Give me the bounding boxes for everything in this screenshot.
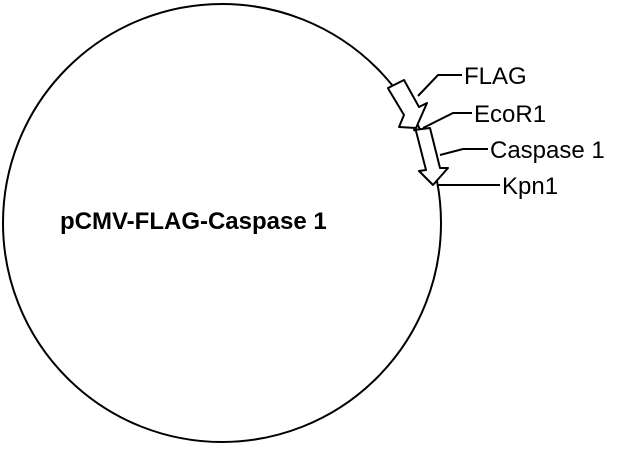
ecor1-leader-line bbox=[422, 112, 472, 129]
caspase1-feature-arrow bbox=[413, 127, 449, 186]
plasmid-name: pCMV-FLAG-Caspase 1 bbox=[60, 208, 327, 235]
plasmid-backbone bbox=[2, 3, 442, 443]
kpn1-label: Kpn1 bbox=[502, 173, 558, 200]
flag-leader-line bbox=[417, 74, 462, 97]
flag-feature-arrow bbox=[387, 79, 428, 129]
flag-label: FLAG bbox=[464, 63, 527, 90]
ecor1-label: EcoR1 bbox=[474, 101, 546, 128]
caspase1-leader-line bbox=[439, 148, 488, 156]
caspase1-label: Caspase 1 bbox=[490, 137, 605, 164]
